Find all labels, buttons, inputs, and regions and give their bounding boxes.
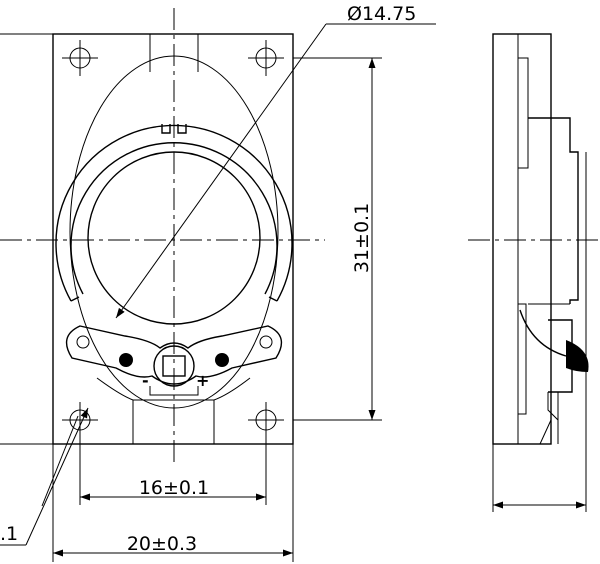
negative-terminal-symbol: - bbox=[142, 371, 149, 390]
ring-end-ticks bbox=[70, 296, 278, 302]
terminal-bracket bbox=[65, 325, 283, 385]
side-lower-plate bbox=[517, 303, 527, 415]
side-tab-detail bbox=[547, 392, 559, 421]
diameter-label: Ø14.75 bbox=[347, 3, 416, 25]
dimension-diameter: Ø14.75 bbox=[115, 3, 436, 319]
side-magnet-top bbox=[517, 57, 529, 169]
mount-hole-bottom-right bbox=[248, 402, 284, 505]
cone-circle bbox=[87, 151, 261, 325]
mount-hole-bottom-left bbox=[62, 402, 98, 505]
hole-spacing-label: 16±0.1 bbox=[139, 477, 209, 499]
side-body bbox=[492, 33, 552, 445]
positive-terminal-symbol: + bbox=[196, 371, 209, 390]
height-label: 31±0.1 bbox=[351, 203, 373, 273]
outer-ring bbox=[55, 124, 293, 302]
membrane-oval bbox=[69, 55, 279, 409]
side-chamfer bbox=[539, 419, 552, 445]
solder-dot-right bbox=[215, 353, 229, 367]
side-lead-wire bbox=[519, 309, 567, 357]
front-frame bbox=[52, 33, 294, 445]
bracket-hole-left bbox=[76, 335, 90, 349]
dimension-hole-spacing: 16±0.1 bbox=[80, 477, 266, 501]
partial-label: .1 bbox=[0, 523, 18, 545]
side-solder-bump bbox=[566, 340, 589, 372]
inner-ring bbox=[70, 142, 278, 295]
bracket-hole-right bbox=[259, 335, 273, 349]
solder-dot-left bbox=[119, 353, 133, 367]
side-magnet-profile bbox=[528, 117, 579, 304]
terminal-center-ring bbox=[153, 345, 195, 387]
bottom-mount-curve bbox=[96, 377, 251, 401]
dimension-width: 20±0.3 bbox=[52, 444, 294, 562]
width-label: 20±0.3 bbox=[127, 533, 197, 555]
mount-hole-top-left bbox=[62, 40, 98, 76]
terminal-base bbox=[149, 386, 199, 396]
ring-notch bbox=[161, 124, 187, 134]
front-view: - + bbox=[0, 8, 325, 505]
terminal-center-square bbox=[162, 355, 186, 377]
side-view bbox=[468, 33, 600, 512]
dimension-height: 31±0.1 bbox=[293, 57, 382, 421]
mount-hole-top-right bbox=[248, 40, 284, 76]
dimension-hole-diameter-partial: .1 bbox=[0, 33, 89, 546]
